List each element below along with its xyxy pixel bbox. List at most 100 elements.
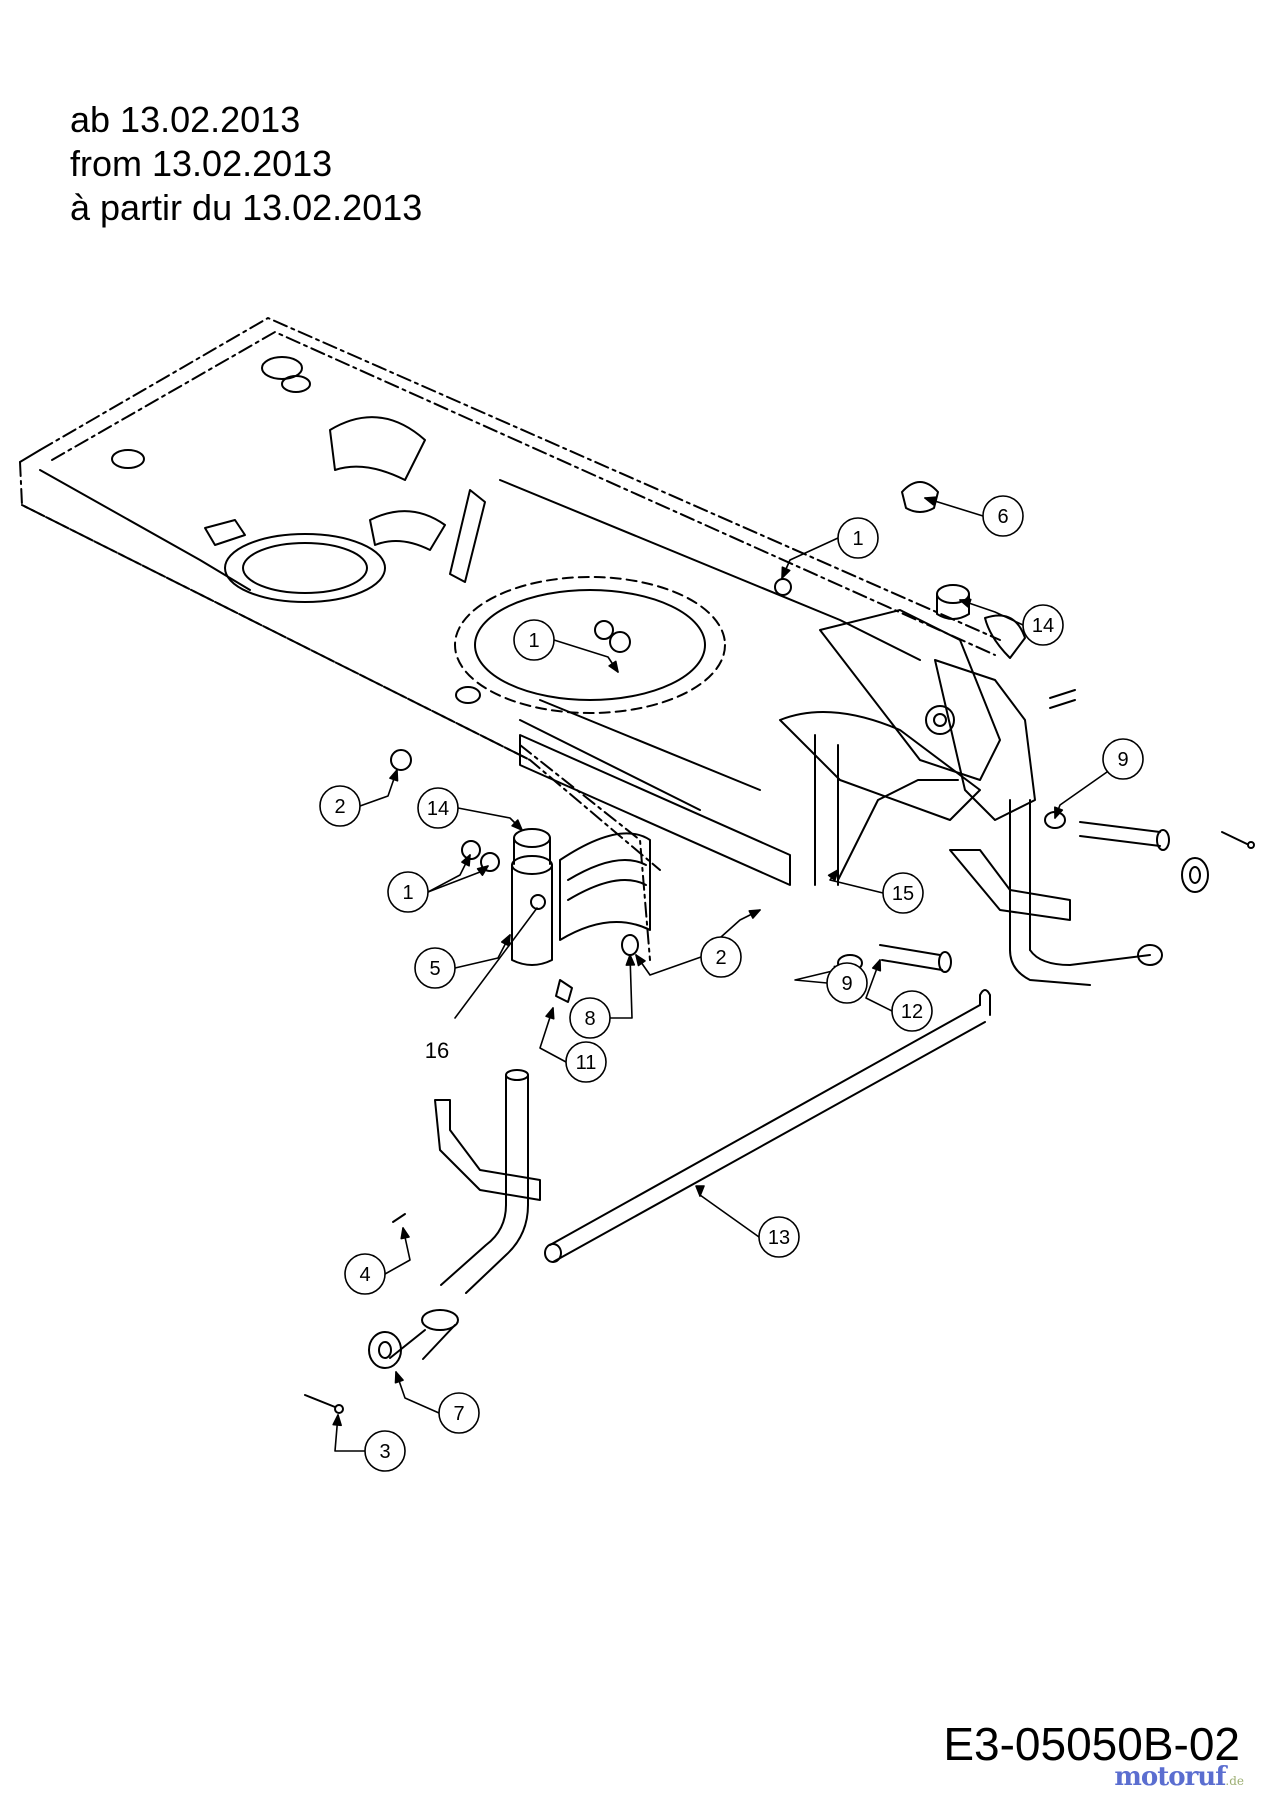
callout-number: 7 <box>453 1403 464 1425</box>
leader-line <box>395 1371 440 1414</box>
callout-balloon <box>837 517 879 559</box>
callout-number: 14 <box>427 798 449 820</box>
callout-number: 8 <box>584 1008 595 1030</box>
callout-balloon <box>319 785 361 827</box>
callout-6: 6 <box>924 495 1024 537</box>
leader-line <box>635 954 702 976</box>
callout-3: 3 <box>332 1414 406 1472</box>
callout-1: 1 <box>387 854 489 913</box>
leader-line <box>794 967 846 984</box>
leader-line <box>1054 771 1108 819</box>
watermark-logo: motoruf.de <box>1114 1762 1244 1792</box>
arrowhead <box>476 865 489 877</box>
callout-number: 15 <box>892 883 914 905</box>
arrowhead <box>635 954 646 967</box>
callout-balloon <box>344 1253 386 1295</box>
watermark-tld: .de <box>1225 1774 1244 1788</box>
callout-number: 13 <box>768 1227 790 1249</box>
callout-number: 1 <box>402 882 413 904</box>
arrowhead <box>827 869 839 882</box>
callout-11: 11 <box>539 1007 607 1083</box>
callout-9: 9 <box>1054 738 1144 819</box>
watermark-text: motoruf <box>1114 1762 1226 1792</box>
arrowhead <box>608 660 619 673</box>
callout-number: 5 <box>429 958 440 980</box>
callout-9: 9 <box>794 962 868 1004</box>
callout-balloon <box>1102 738 1144 780</box>
arrowhead <box>332 1414 342 1427</box>
callout-number: 9 <box>1117 749 1128 771</box>
arrowhead <box>511 819 523 831</box>
callout-14: 14 <box>417 787 523 831</box>
steering-parts <box>304 481 1255 1414</box>
callout-balloon <box>882 872 924 914</box>
arrowhead <box>461 854 471 867</box>
callout-balloon <box>700 936 742 978</box>
callout-number: 4 <box>359 1264 370 1286</box>
callout-1: 1 <box>513 619 619 673</box>
callout-number: 9 <box>841 973 852 995</box>
callout-balloon <box>565 1041 607 1083</box>
callout-2: 2 <box>319 769 399 827</box>
arrowhead <box>781 566 791 579</box>
callout-balloon <box>438 1392 480 1434</box>
arrowhead <box>871 959 882 972</box>
callout-2: 2 <box>635 909 761 978</box>
callout-7: 7 <box>394 1371 480 1434</box>
callout-number: 6 <box>997 506 1008 528</box>
arrowhead <box>389 769 399 782</box>
leader-line <box>384 1227 411 1275</box>
leader-line <box>959 599 1024 626</box>
callout-15: 15 <box>827 869 924 914</box>
callout-number: 3 <box>379 1441 390 1463</box>
arrowhead <box>501 934 511 947</box>
arrowhead <box>924 496 937 506</box>
arrowhead <box>625 954 636 966</box>
arrowhead <box>394 1371 404 1384</box>
plain-label-16: 16 <box>425 907 538 1063</box>
callout-balloon <box>569 997 611 1039</box>
arrowhead <box>695 1185 705 1197</box>
leader-line <box>699 1194 760 1238</box>
callout-13: 13 <box>695 1185 800 1258</box>
callout-balloon <box>387 871 429 913</box>
callout-number: 12 <box>901 1001 923 1023</box>
callout-5: 5 <box>414 934 511 989</box>
chassis-frame <box>19 317 1036 961</box>
callout-4: 4 <box>344 1227 411 1295</box>
callout-balloon <box>513 619 555 661</box>
validity-line-fr: à partir du 13.02.2013 <box>70 187 423 228</box>
callout-balloon <box>758 1216 800 1258</box>
callout-balloon <box>364 1430 406 1472</box>
leader-line <box>865 959 893 1012</box>
callout-number: 2 <box>334 796 345 818</box>
label-16: 16 <box>425 1038 449 1063</box>
leader-line <box>609 954 633 1019</box>
validity-line-en: from 13.02.2013 <box>70 143 333 184</box>
callout-number: 2 <box>715 947 726 969</box>
callout-1: 1 <box>781 517 879 579</box>
callout-balloon <box>826 962 868 1004</box>
arrowhead <box>545 1007 555 1020</box>
callout-balloon <box>1022 604 1064 646</box>
callout-number: 14 <box>1032 615 1054 637</box>
callout-number: 1 <box>852 528 863 550</box>
drawing-code: E3-05050B-02 <box>943 1718 1240 1770</box>
arrowhead <box>959 598 972 608</box>
callout-balloon <box>414 947 456 989</box>
callout-number: 1 <box>528 630 539 652</box>
callout-balloon <box>891 990 933 1032</box>
callout-number: 11 <box>576 1052 597 1074</box>
validity-line-de: ab 13.02.2013 <box>70 99 301 140</box>
arrowhead <box>748 909 761 919</box>
callout-balloon <box>982 495 1024 537</box>
leader-line <box>539 1007 567 1063</box>
leader-line <box>334 1414 366 1452</box>
callout-8: 8 <box>569 954 636 1039</box>
callout-balloon <box>417 787 459 829</box>
arrowhead <box>400 1227 410 1240</box>
callout-12: 12 <box>865 959 933 1032</box>
leader-line <box>553 639 619 673</box>
